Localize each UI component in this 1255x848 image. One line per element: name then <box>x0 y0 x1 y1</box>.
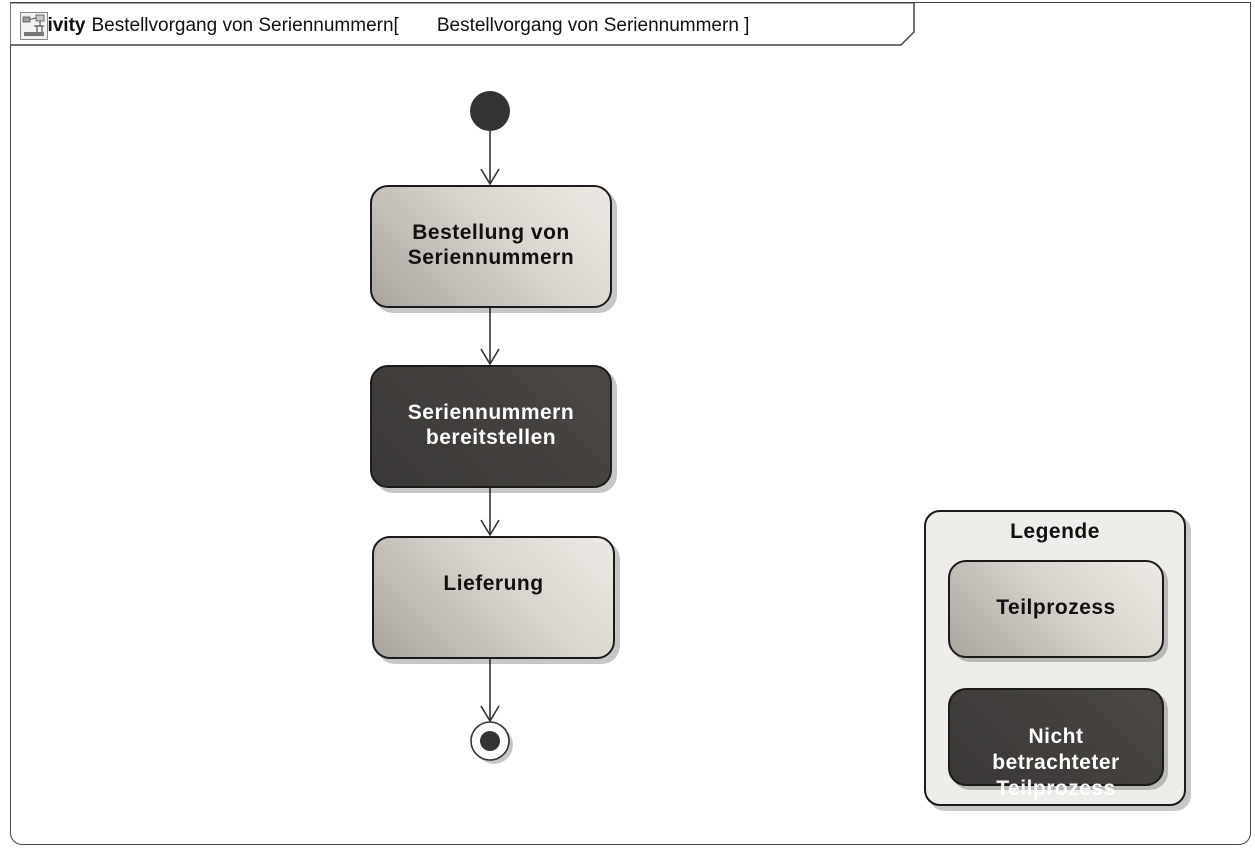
flow-arrowhead-3 <box>480 519 500 537</box>
flow-arrowhead-2 <box>480 348 500 366</box>
action-lieferung[interactable]: Lieferung <box>372 536 615 659</box>
legend-item-nicht-betrachteter-teilprozess: Nicht betrachteter Teilprozess <box>948 688 1164 800</box>
flow-arrowhead-1 <box>480 168 500 186</box>
frame-name: Bestellvorgang von Seriennummern[ <box>91 15 399 36</box>
action-label: Bestellung von Seriennummern <box>407 221 575 269</box>
frame-header-tab <box>10 2 915 46</box>
action-label: Seriennummern bereitstellen <box>407 401 575 449</box>
frame-title: activity Bestellvorgang von Seriennummer… <box>20 12 749 40</box>
initial-node <box>470 91 510 131</box>
legend-item-label: Nicht betrachteter Teilprozess <box>992 725 1120 800</box>
legend-item-teilprozess: Teilprozess <box>948 560 1164 658</box>
action-bestellung-von-seriennummern[interactable]: Bestellung von Seriennummern <box>370 185 612 308</box>
legend-title: Legende <box>1010 520 1100 543</box>
action-seriennummern-bereitstellen[interactable]: Seriennummern bereitstellen <box>370 365 612 488</box>
action-label: Lieferung <box>443 572 544 595</box>
diagram-reference[interactable]: Bestellvorgang von Seriennummern ] <box>436 15 750 36</box>
activity-diagram-icon[interactable] <box>20 12 429 40</box>
flow-arrowhead-4 <box>480 705 500 723</box>
legend-item-label: Teilprozess <box>996 596 1116 619</box>
legend: Legende Teilprozess Nicht betrachteter T… <box>924 510 1186 806</box>
